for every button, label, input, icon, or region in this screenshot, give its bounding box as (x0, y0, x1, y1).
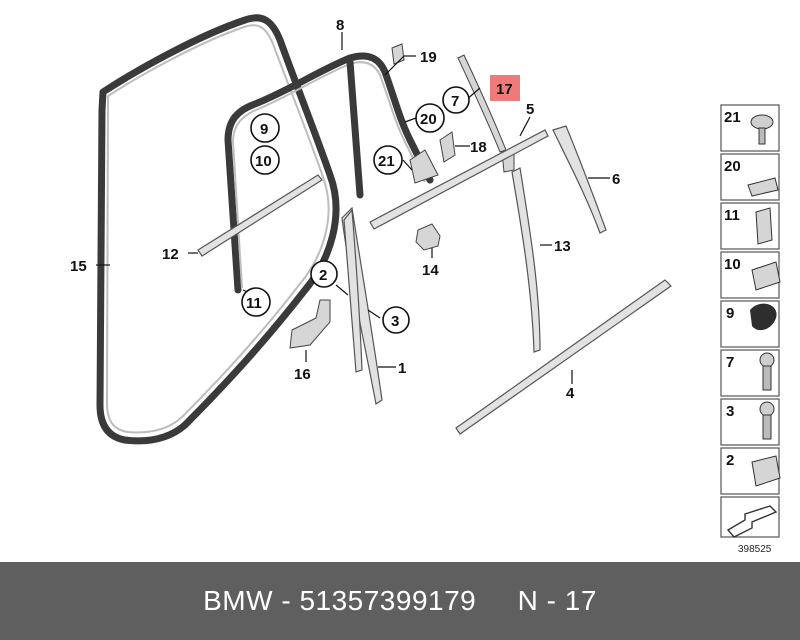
svg-text:2: 2 (319, 267, 327, 284)
label-13: 13 (554, 238, 571, 255)
svg-text:9: 9 (260, 121, 268, 138)
arrow-icon (726, 505, 778, 538)
svg-text:10: 10 (255, 153, 272, 170)
screw-head-icon (750, 114, 774, 130)
callout-11: 11 (241, 287, 271, 317)
sidebar-item-11[interactable]: 11 (720, 202, 780, 250)
sidebar-item-3[interactable]: 3 (720, 398, 780, 446)
screw-shank-icon (758, 127, 766, 145)
window-frame-seal-8-inner (232, 61, 426, 289)
spring-clip-icon (755, 207, 773, 245)
callout-3: 3 (382, 306, 410, 334)
svg-text:20: 20 (420, 111, 437, 128)
clip-14 (415, 223, 441, 251)
trim-6 (552, 125, 607, 234)
label-6: 6 (612, 171, 620, 188)
footer-gap (476, 585, 517, 617)
sidebar-item-2[interactable]: 2 (720, 447, 781, 495)
callout-10: 10 (250, 145, 280, 175)
roof-trim (369, 129, 549, 230)
nut-icon (751, 455, 781, 487)
svg-text:3: 3 (391, 313, 399, 330)
plug-icon (750, 303, 777, 331)
label-12: 12 (162, 246, 179, 263)
svg-text:7: 7 (726, 354, 734, 371)
label-19: 19 (420, 49, 437, 66)
callout-20: 20 (415, 103, 445, 133)
sidebar-item-arrow[interactable] (720, 496, 780, 538)
svg-text:3: 3 (726, 403, 734, 420)
label-14: 14 (422, 262, 439, 279)
svg-text:21: 21 (724, 109, 741, 126)
footer-separator: - (273, 585, 300, 616)
part-info-footer: BMW - 51357399179 N - 17 (0, 562, 800, 640)
belt-strip-12 (197, 174, 323, 257)
svg-text:11: 11 (246, 295, 262, 312)
svg-text:9: 9 (726, 305, 734, 322)
label-15: 15 (70, 258, 87, 275)
sidebar-item-7[interactable]: 7 (720, 349, 780, 397)
corner-piece-21 (409, 149, 439, 184)
svg-text:21: 21 (378, 153, 395, 170)
label-8: 8 (336, 17, 344, 34)
pillar-seal (346, 58, 364, 199)
svg-text:11: 11 (724, 207, 740, 224)
sidebar-item-9[interactable]: 9 (720, 300, 780, 348)
label-17-highlight (490, 75, 520, 101)
callout-7: 7 (442, 86, 470, 114)
svg-text:10: 10 (724, 256, 741, 273)
diagram-number: 398525 (738, 544, 772, 555)
strip-4 (455, 279, 672, 435)
bracket-16 (289, 299, 331, 349)
screw-thread-icon (762, 414, 772, 440)
window-frame-seal-8 (224, 52, 434, 294)
label-1: 1 (398, 360, 406, 377)
door-seal-15-inner (106, 24, 330, 434)
label-16: 16 (294, 366, 311, 383)
pad-18 (439, 131, 456, 163)
label-18: 18 (470, 139, 487, 156)
label-17: 17 (496, 81, 513, 98)
exploded-parts-diagram: 8 19 18 5 6 13 14 12 15 1 16 4 17 7 20 2… (70, 14, 781, 555)
pillar-cover-2 (343, 208, 363, 373)
sidebar-item-20[interactable]: 20 (720, 153, 780, 201)
bolt-thread-icon (762, 365, 772, 391)
door-seal-15 (96, 14, 340, 445)
sidebar-item-10[interactable]: 10 (720, 251, 781, 299)
bolt-head-icon (759, 352, 775, 368)
label-4: 4 (566, 385, 575, 402)
svg-text:7: 7 (451, 93, 459, 110)
sidebar-item-21[interactable]: 21 (720, 104, 780, 152)
footer-position: N - 17 (517, 585, 597, 616)
callout-9: 9 (250, 113, 280, 143)
footer-brand: BMW (203, 585, 274, 616)
screw-head-icon (759, 401, 775, 417)
label-5: 5 (526, 101, 534, 118)
svg-text:2: 2 (726, 452, 734, 469)
clip-nut-icon (747, 177, 779, 197)
svg-text:20: 20 (724, 158, 741, 175)
fastener-sidebar: 21 20 11 10 9 7 (720, 104, 781, 555)
callout-2: 2 (310, 260, 338, 288)
callout-21: 21 (373, 145, 403, 175)
footer-part-number: 51357399179 (299, 585, 477, 616)
strip-13 (511, 167, 541, 353)
pad-19 (391, 43, 405, 65)
clip-icon (751, 261, 781, 291)
